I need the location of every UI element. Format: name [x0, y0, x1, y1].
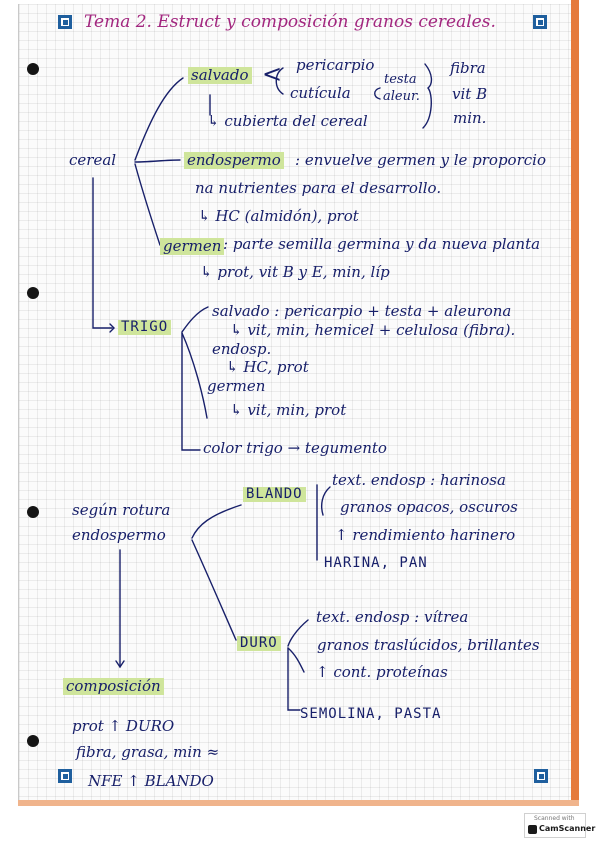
min-text: min. — [453, 109, 487, 127]
duro-heading: DURO — [237, 635, 281, 652]
pericarpio-text: pericarpio — [296, 56, 375, 74]
vit-b-text: vit B — [452, 85, 488, 103]
blando-result: HARINA, PAN — [324, 555, 428, 571]
germen-description: : parte semilla germina y da nueva plant… — [223, 235, 541, 253]
binder-hole — [27, 735, 39, 747]
binder-hole — [27, 63, 39, 75]
camscanner-logo-icon — [528, 825, 537, 834]
rotura-label-cont: endospermo — [72, 526, 166, 544]
fibra-text: fibra — [450, 59, 486, 77]
composicion-heading: composición — [63, 678, 164, 695]
blando-granos: granos opacos, oscuros — [340, 498, 518, 516]
duro-result: SEMOLINA, PASTA — [300, 706, 442, 722]
trigo-germen-label: germen — [207, 377, 266, 395]
corner-marker-icon — [533, 15, 547, 29]
trigo-endosp-composition: ↳ HC, prot — [226, 358, 309, 376]
page-edge — [571, 0, 579, 802]
cereal-label: cereal — [69, 151, 117, 169]
endospermo-composition: ↳ HC (almidón), prot — [198, 207, 359, 225]
endospermo-description: : envuelve germen y le proporcio — [295, 151, 546, 169]
scanner-name: CamScanner — [539, 824, 596, 833]
aleurona-text: aleur. — [383, 89, 420, 104]
composicion-line-3: NFE ↑ BLANDO — [88, 772, 214, 790]
corner-marker-icon — [58, 769, 72, 783]
rotura-label: según rotura — [72, 501, 171, 519]
testa-text: testa — [384, 72, 417, 87]
trigo-endosp-label: endosp. — [212, 340, 272, 358]
camscanner-badge: Scanned with CamScanner — [524, 813, 595, 838]
duro-proteinas: ↑ cont. proteínas — [316, 663, 448, 681]
trigo-color-line: color trigo → tegumento — [203, 439, 387, 457]
corner-marker-icon — [534, 769, 548, 783]
binder-hole — [27, 287, 39, 299]
duro-granos: granos traslúcidos, brillantes — [317, 636, 540, 654]
cubierta-text: ↳ cubierta del cereal — [207, 112, 368, 130]
germen-composition: ↳ prot, vit B y E, min, líp — [200, 263, 390, 281]
germen-heading: germen — [160, 238, 225, 255]
blando-rendimiento: ↑ rendimiento harinero — [335, 526, 516, 544]
salvado-heading: salvado — [188, 67, 252, 84]
binder-hole — [27, 506, 39, 518]
duro-texture: text. endosp : vítrea — [316, 608, 469, 626]
composicion-line-2: fibra, grasa, min ≈ — [76, 743, 220, 761]
composicion-line-1: prot ↑ DURO — [72, 717, 175, 735]
blando-texture: text. endosp : harinosa — [332, 471, 506, 489]
page-bottom-edge — [18, 800, 579, 806]
brace-left: < — [262, 60, 283, 88]
corner-marker-icon — [58, 15, 72, 29]
trigo-salvado-composition: ↳ vit, min, hemicel + celulosa (fibra). — [230, 321, 516, 339]
notebook-page — [18, 4, 575, 802]
endospermo-description-cont: na nutrientes para el desarrollo. — [195, 179, 442, 197]
page-title: Tema 2. Estruct y composición granos cer… — [84, 12, 496, 32]
blando-heading: BLANDO — [243, 486, 306, 503]
scanner-caption: Scanned with — [534, 815, 575, 822]
endospermo-heading: endospermo — [184, 152, 284, 169]
trigo-germen-composition: ↳ vit, min, prot — [230, 401, 347, 419]
cuticula-text: cutícula — [290, 84, 351, 102]
trigo-salvado-line: salvado : pericarpio + testa + aleurona — [212, 302, 512, 320]
trigo-heading: TRIGO — [118, 319, 172, 336]
